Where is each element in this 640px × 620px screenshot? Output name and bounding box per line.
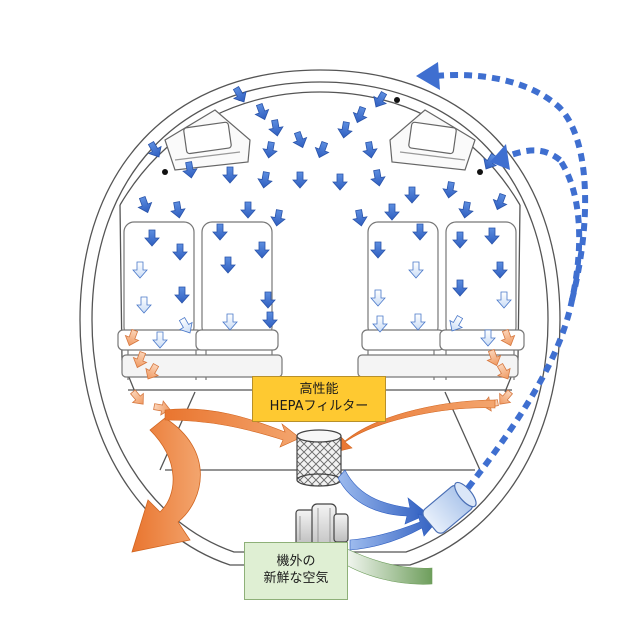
airflow-arrow xyxy=(410,313,426,331)
airflow-arrow xyxy=(268,119,284,137)
airflow-arrow xyxy=(254,241,270,259)
supply-air-arrowhead-upper xyxy=(416,62,440,90)
airflow-arrow xyxy=(172,243,188,261)
hepa-label-line-1: 高性能 xyxy=(299,382,339,398)
airflow-arrow xyxy=(178,317,193,334)
hepa-label-line-2: HEPAフィルター xyxy=(269,399,369,414)
airflow-arrow xyxy=(262,141,278,159)
airflow-arrow xyxy=(240,201,256,219)
airflow-arrow xyxy=(170,201,186,219)
airflow-arrow xyxy=(152,331,168,349)
seats xyxy=(117,221,525,380)
fresh-label-line-1: 機外の xyxy=(276,554,316,570)
airflow-arrow xyxy=(486,348,502,367)
airflow-arrow xyxy=(220,256,236,274)
airflow-arrow xyxy=(129,389,144,405)
airflow-arrow xyxy=(132,261,148,279)
airflow-arrow xyxy=(145,363,160,380)
airflow-arrow xyxy=(182,161,198,179)
airflow-arrow xyxy=(337,121,353,139)
airflow-arrow xyxy=(136,296,152,314)
hepa-filter-cylinder-icon xyxy=(296,429,342,487)
cabin-airflow-arrows xyxy=(124,86,516,416)
airflow-arrow xyxy=(370,289,386,307)
seat-base-left xyxy=(121,354,283,378)
airflow-arrow xyxy=(496,291,512,309)
airflow-arrow xyxy=(260,291,276,309)
supply-air-branch-upper xyxy=(435,72,589,301)
airflow-arrow xyxy=(352,209,368,227)
airflow-arrow xyxy=(408,261,424,279)
exhaust-air-swirl xyxy=(131,417,201,553)
air-outlet-dot xyxy=(162,169,168,175)
airflow-arrow xyxy=(372,315,388,333)
airflow-arrow xyxy=(492,261,508,279)
airflow-arrow xyxy=(270,209,286,227)
airflow-arrow xyxy=(137,195,153,214)
overhead-bin-right xyxy=(389,109,476,171)
airflow-arrow xyxy=(404,186,420,204)
supply-air-arrowhead-lower xyxy=(490,144,510,170)
supply-air-duct-flow xyxy=(465,158,583,490)
airflow-arrow xyxy=(452,231,468,249)
seat-aisle-left xyxy=(195,221,279,380)
airflow-arrow xyxy=(373,91,388,108)
air-outlet-dot xyxy=(394,97,400,103)
airflow-arrow xyxy=(362,141,378,159)
overhead-bin-left xyxy=(164,109,251,171)
airflow-arrow xyxy=(480,329,496,347)
airflow-arrow xyxy=(442,181,458,199)
airflow-arrow xyxy=(500,328,516,347)
airflow-arrow xyxy=(262,311,278,329)
airflow-arrow xyxy=(452,279,468,297)
airflow-arrow xyxy=(384,203,400,221)
fresh-label-line-2: 新鮮な空気 xyxy=(263,571,329,586)
airflow-arrow xyxy=(370,241,386,259)
airflow-arrow xyxy=(412,223,428,241)
seat-base-right xyxy=(357,354,519,378)
airflow-arrow xyxy=(314,140,330,159)
mixing-unit-icon xyxy=(422,481,477,534)
airflow-arrow xyxy=(292,171,308,189)
airflow-arrow xyxy=(124,328,140,347)
airflow-arrow xyxy=(496,363,511,380)
filtered-air-flow-to-mixer xyxy=(337,469,429,525)
airflow-arrow xyxy=(232,86,247,103)
airflow-arrow xyxy=(212,223,228,241)
airflow-arrow xyxy=(174,286,190,304)
airflow-arrow xyxy=(332,173,348,191)
airflow-arrow xyxy=(492,192,508,211)
airflow-arrow xyxy=(499,389,514,405)
airflow-arrow xyxy=(132,350,148,369)
airflow-arrow xyxy=(254,102,270,121)
hepa-filter-label: 高性能 HEPAフィルター xyxy=(252,376,386,422)
air-outlet-dot xyxy=(477,169,483,175)
fresh-air-label: 機外の 新鮮な空気 xyxy=(244,542,348,600)
engine-compressor-icon xyxy=(295,503,349,553)
airflow-arrow xyxy=(370,169,386,187)
airflow-arrow xyxy=(484,227,500,245)
fresh-air-flow xyxy=(337,547,433,585)
supply-air-branch-lower xyxy=(506,147,562,163)
airflow-arrow xyxy=(449,315,464,332)
compressed-air-flow-to-mixer xyxy=(349,513,439,551)
airflow-arrow xyxy=(222,166,238,184)
airflow-arrow xyxy=(257,171,273,189)
airflow-arrow xyxy=(147,141,162,158)
airflow-arrow xyxy=(352,105,368,124)
airflow-arrow xyxy=(458,201,474,219)
airflow-arrow xyxy=(222,313,238,331)
airflow-arrow xyxy=(144,229,160,247)
airflow-arrow xyxy=(292,130,308,149)
